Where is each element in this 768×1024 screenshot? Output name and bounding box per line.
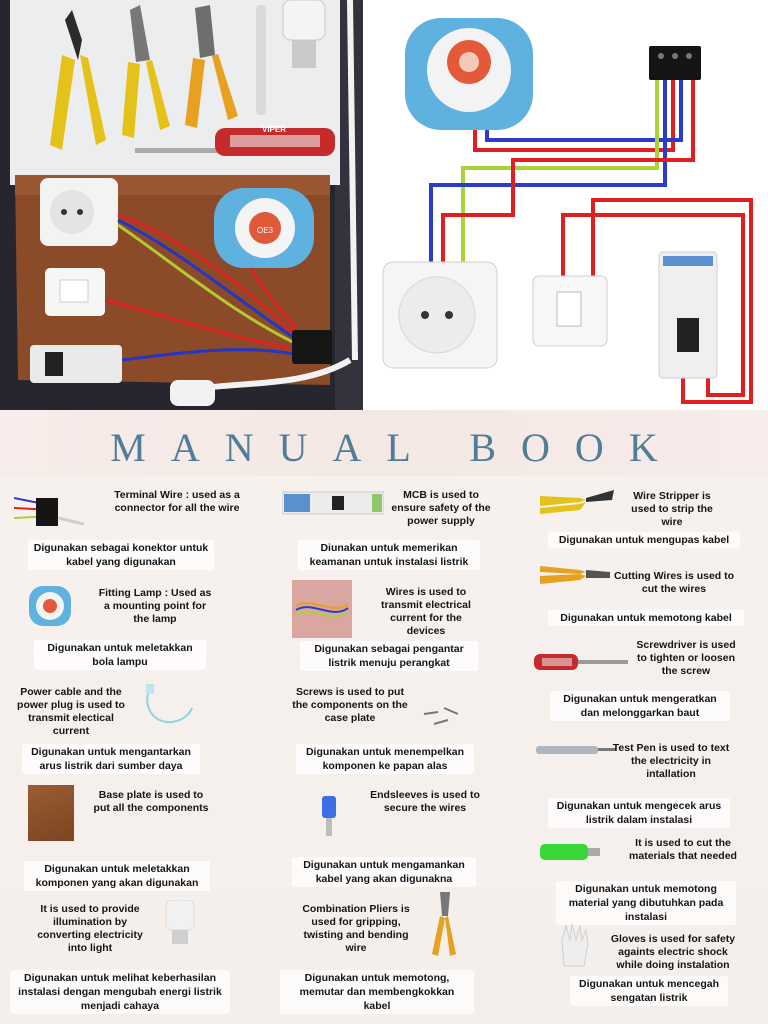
diagram-terminal-block [649, 46, 701, 80]
wires-desc-id: Digunakan sebagai pengantar listrik menu… [300, 641, 478, 671]
cutting-pliers-photo [185, 5, 238, 128]
terminal-block-icon [14, 497, 84, 526]
cutting-wires-desc: Cutting Wires is used to cut the wires [613, 570, 735, 595]
diagram-mcb [658, 251, 718, 379]
light-bulb-icon [165, 900, 195, 944]
top-section: VIPER OE3 [0, 0, 768, 410]
mcb-desc-id: Diunakan untuk memerikan keamanan untuk … [298, 540, 480, 570]
cutter-knife-icon [540, 844, 600, 860]
wire-stripper-desc-id: Digunakan untuk mengupas kabel [548, 532, 740, 548]
base-plate-icon [28, 785, 74, 841]
test-pen-desc: Test Pen is used to text the electricity… [612, 742, 730, 780]
cutting-pliers-icon [540, 566, 610, 584]
base-plate-desc-id: Digunakan untuk meletakkan komponen yang… [24, 861, 210, 891]
wire-stripper-photo [50, 10, 106, 150]
base-plate-desc: Base plate is used to put all the compon… [93, 789, 209, 814]
combination-pliers-desc: Combination Pliers is used for gripping,… [302, 903, 410, 954]
endsleeves-desc: Endsleeves is used to secure the wires [370, 789, 480, 814]
cutting-wires-desc-id: Digunakan untuk memotong kabel [548, 610, 744, 626]
screwdriver-icon [534, 654, 628, 670]
terminal-wire-desc: Terminal Wire : used as a connector for … [114, 489, 240, 514]
wires-icon [292, 580, 352, 638]
test-pen-desc-id: Digunakan untuk mengecek arus listrik da… [548, 798, 730, 828]
mcb-desc: MCB is used to ensure safety of the powe… [391, 489, 491, 527]
endsleeves-desc-id: Digunakan untuk mengamankan kabel yang a… [292, 857, 476, 887]
wiring-diagram [363, 0, 768, 410]
mcb-icon [282, 491, 384, 515]
test-pen-photo [256, 5, 266, 115]
endsleeve-icon [322, 796, 336, 836]
title-banner: MANUAL BOOK [0, 410, 768, 476]
gloves-desc: Gloves is used for safety againts electr… [610, 933, 736, 971]
power-cable-desc-id: Digunakan untuk mengantarkan arus listri… [22, 744, 200, 774]
manual-content: Terminal Wire : used as a connector for … [0, 476, 768, 1024]
light-bulb-desc: It is used to provide illumination by co… [37, 903, 143, 954]
bulb-photo [282, 0, 326, 68]
fitting-lamp-desc-id: Digunakan untuk meletakkan bola lampu [34, 640, 206, 670]
wire-stripper-desc: Wire Stripper is used to strip the wire [631, 490, 713, 528]
screws-desc-id: Digunakan untuk menempelkan komponen ke … [296, 744, 474, 774]
power-cable-icon [146, 684, 193, 724]
svg-text:OE3: OE3 [257, 226, 274, 235]
assembled-board-photo: VIPER OE3 [0, 0, 363, 410]
gloves-icon [561, 923, 589, 967]
fitting-lamp-desc: Fitting Lamp : Used as a mounting point … [98, 587, 212, 625]
screws-icon [423, 707, 459, 725]
screws-desc: Screws is used to put the components on … [292, 686, 408, 724]
terminal-wire-desc-id: Digunakan sebagai konektor untuk kabel y… [28, 540, 214, 570]
screwdriver-photo: VIPER [135, 125, 335, 156]
gloves-desc-id: Digunakan untuk mencegah sengatan listri… [570, 976, 728, 1006]
lamp-fitting-icon [29, 586, 71, 626]
power-cable-desc: Power cable and the power plug is used t… [17, 686, 125, 737]
cutter-knife-desc-id: Digunakan untuk memotong material yang d… [556, 881, 736, 925]
wires-desc: Wires is used to transmit electrical cur… [381, 586, 471, 637]
page-title: MANUAL BOOK [110, 425, 683, 470]
screwdriver-desc-id: Digunakan untuk mengeratkan dan melongga… [550, 691, 730, 721]
screwdriver-desc: Screwdriver is used to tighten or loosen… [636, 639, 736, 677]
combination-pliers-icon [432, 892, 456, 956]
wire-stripper-icon [540, 490, 614, 514]
combination-pliers-photo [122, 5, 170, 138]
svg-text:VIPER: VIPER [262, 125, 286, 134]
test-pen-icon [536, 746, 616, 754]
light-bulb-desc-id: Digunakan untuk melihat keberhasilan ins… [10, 970, 230, 1014]
combination-pliers-desc-id: Digunakan untuk memotong, memutar dan me… [280, 970, 474, 1014]
cutter-knife-desc: It is used to cut the materials that nee… [629, 837, 737, 862]
